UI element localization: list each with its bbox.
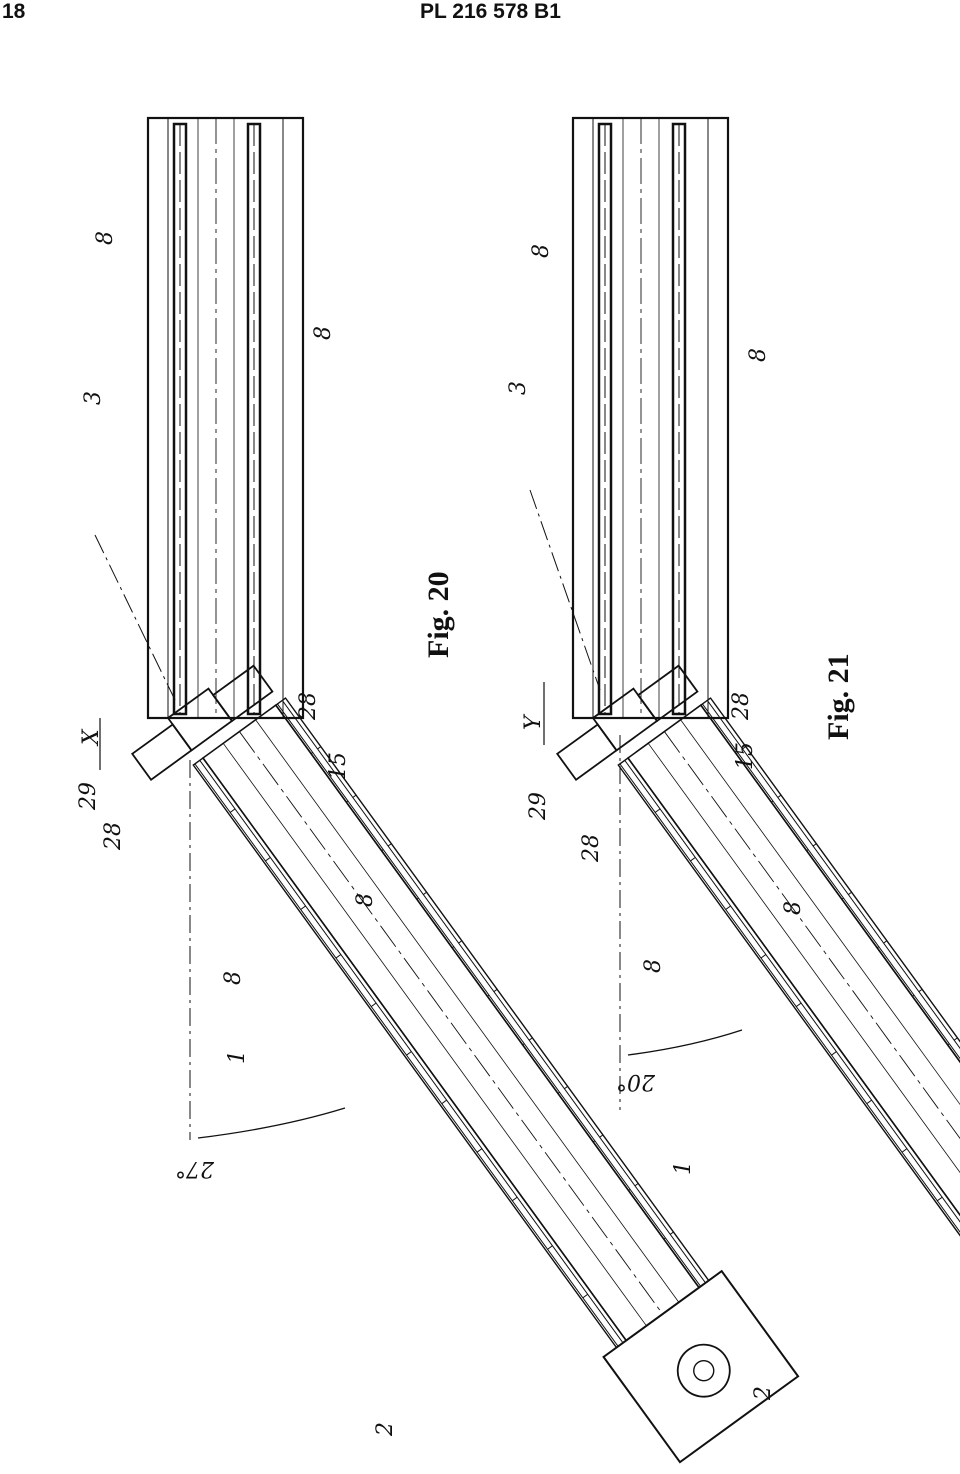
fig21-ref-28b: 28 xyxy=(729,692,754,721)
page-number: 18 xyxy=(2,0,26,23)
fig21-ref-8a: 8 xyxy=(529,244,554,258)
fig21-angle-arc xyxy=(627,1029,743,1056)
figure-20-drawing xyxy=(94,116,800,1464)
fig21-ref-1: 1 xyxy=(671,1161,696,1175)
fig20-ref-28a: 28 xyxy=(101,822,126,851)
fig20-ref-1: 1 xyxy=(225,1050,250,1064)
fig20-caption: Fig. 20 xyxy=(422,571,455,658)
fig20-ref-3: 3 xyxy=(81,391,106,405)
fig21-gap-label: Y xyxy=(521,713,546,730)
fig20-ref-2: 2 xyxy=(373,1422,398,1437)
fig21-ref-28a: 28 xyxy=(579,834,604,863)
fig21-ref-8c: 8 xyxy=(781,901,806,915)
fig20-ref-28b: 28 xyxy=(296,692,321,721)
fig20-ref-8a: 8 xyxy=(93,231,118,245)
fig20-gap-label: X xyxy=(79,728,104,747)
fig21-ref-8d: 8 xyxy=(641,959,666,973)
fig20-ref-8d: 8 xyxy=(221,971,246,985)
fig21-ref-2: 2 xyxy=(751,1386,776,1401)
fig21-ref-29: 29 xyxy=(526,792,551,821)
fig20-ref-8b: 8 xyxy=(311,326,336,340)
fig20-angle-arc xyxy=(197,1107,346,1139)
fig20-angle-label: 27° xyxy=(175,1156,215,1181)
fig21-caption: Fig. 21 xyxy=(822,653,855,740)
fig20-ref-8c: 8 xyxy=(353,893,378,907)
fig21-ref-15: 15 xyxy=(733,742,758,770)
fig21-ref-8b: 8 xyxy=(746,348,771,362)
fig21-ref-3: 3 xyxy=(506,381,531,395)
fig21-leader xyxy=(529,489,601,691)
fig20-ref-15: 15 xyxy=(326,752,351,780)
fig21-angle-label: 20° xyxy=(616,1069,656,1094)
fig20-ref-29: 29 xyxy=(76,782,101,811)
document-number: PL 216 578 B1 xyxy=(420,0,561,23)
figure-21-drawing xyxy=(529,116,960,1464)
fig20-leader xyxy=(94,534,176,701)
